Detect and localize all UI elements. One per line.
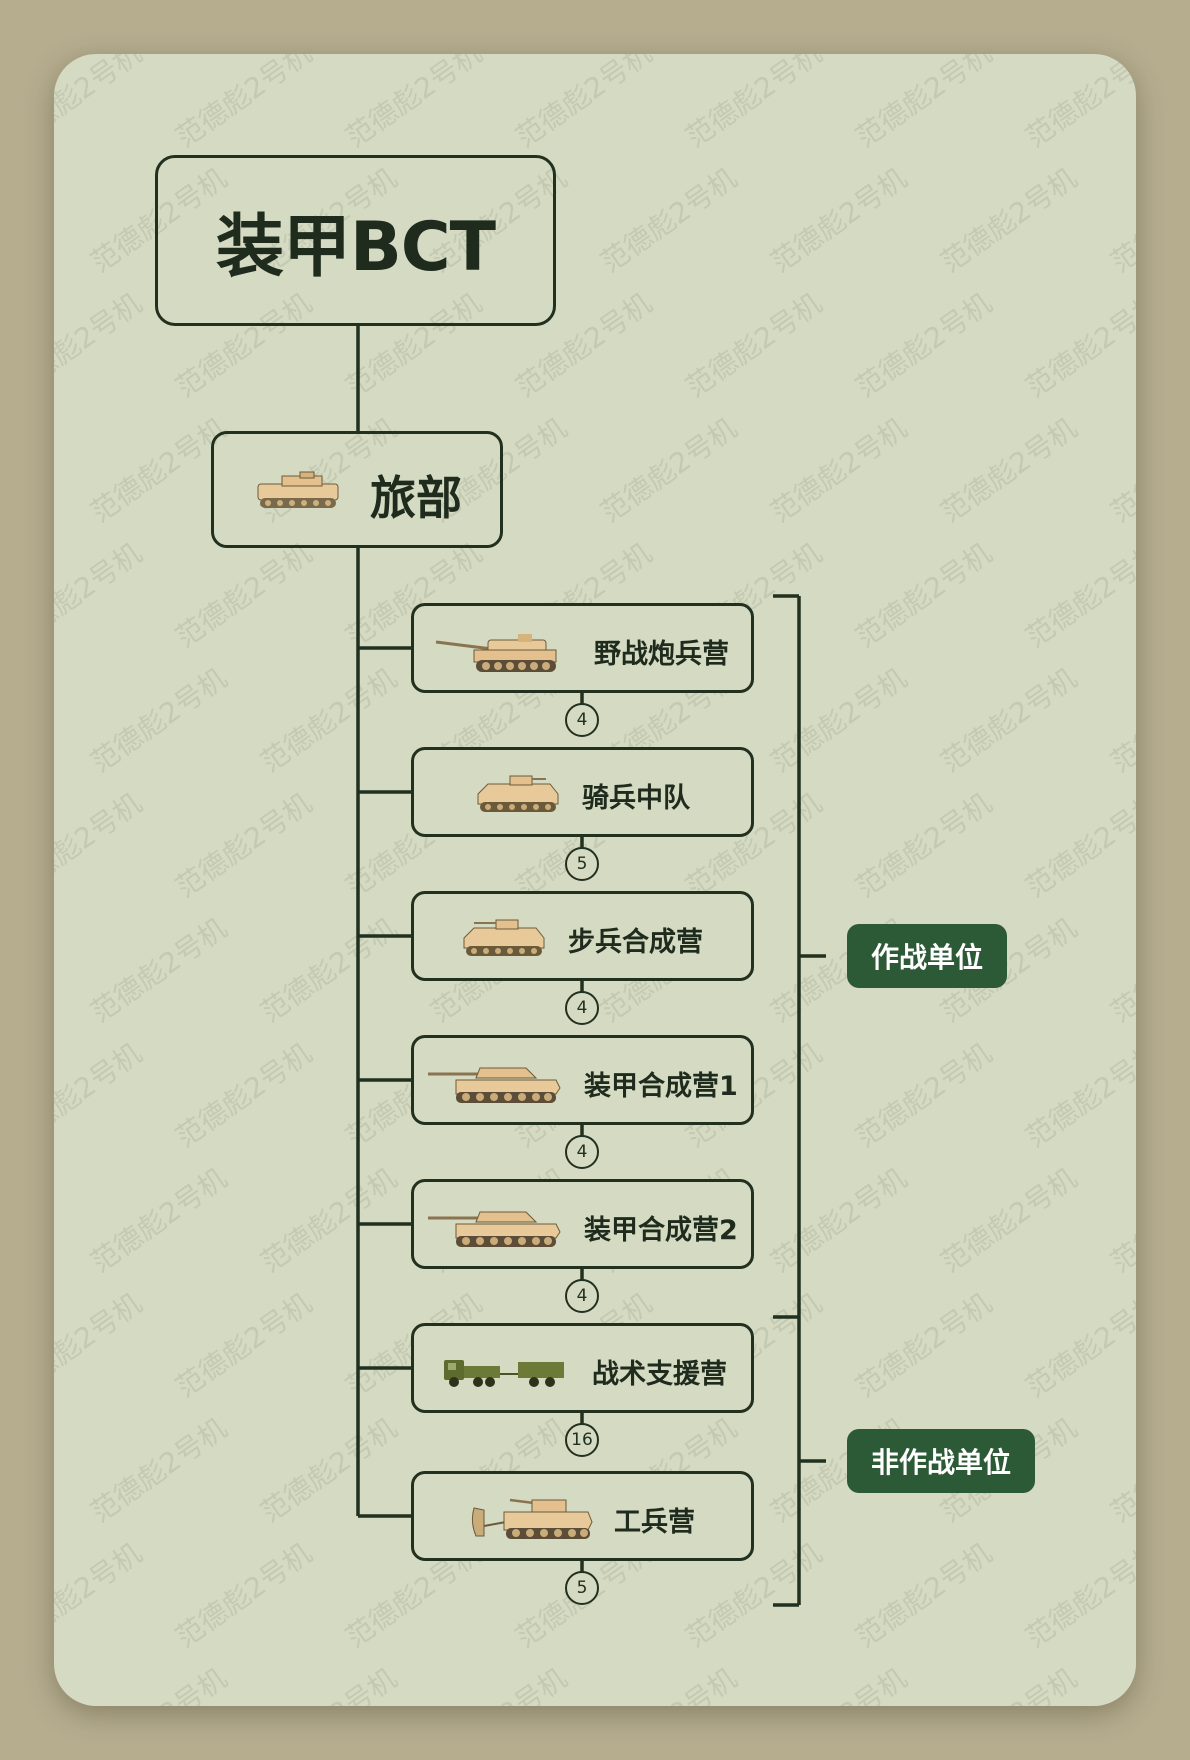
ifv-icon	[474, 772, 560, 820]
unit-count-badge: 4	[565, 1135, 599, 1169]
root-node: 装甲BCT	[155, 155, 556, 326]
unit-count-badge: 4	[565, 991, 599, 1025]
unit-node-cavalry: 骑兵中队	[411, 747, 754, 837]
unit-label: 步兵合成营	[568, 927, 703, 958]
truck-trailer-icon	[442, 1354, 568, 1394]
unit-label: 装甲合成营1	[584, 1071, 738, 1102]
unit-label: 装甲合成营2	[584, 1215, 738, 1246]
unit-count-badge: 4	[565, 703, 599, 737]
tank-icon	[426, 1060, 562, 1110]
unit-label: 战术支援营	[592, 1359, 727, 1390]
tank-icon	[426, 1204, 562, 1254]
unit-node-infantry: 步兵合成营	[411, 891, 754, 981]
engineer-vehicle-icon	[470, 1492, 596, 1546]
combat-units-badge: 作战单位	[847, 924, 1007, 988]
unit-node-armor-2: 装甲合成营2	[411, 1179, 754, 1269]
ifv-icon	[460, 916, 546, 964]
hq-label: 旅部	[370, 471, 462, 525]
unit-node-support: 战术支援营	[411, 1323, 754, 1413]
unit-count-badge: 4	[565, 1279, 599, 1313]
self-propelled-howitzer-icon	[434, 626, 560, 680]
unit-node-engineer: 工兵营	[411, 1471, 754, 1561]
unit-node-armor-1: 装甲合成营1	[411, 1035, 754, 1125]
diagram-card: 范德彪2号机范德彪2号机范德彪2号机范德彪2号机范德彪2号机范德彪2号机范德彪2…	[54, 54, 1136, 1706]
command-vehicle-icon	[252, 470, 344, 516]
unit-node-artillery: 野战炮兵营	[411, 603, 754, 693]
unit-count-badge: 16	[565, 1423, 599, 1457]
hq-node: 旅部	[211, 431, 503, 548]
noncombat-units-badge: 非作战单位	[847, 1429, 1035, 1493]
unit-count-badge: 5	[565, 847, 599, 881]
unit-label: 工兵营	[614, 1507, 695, 1538]
root-title: 装甲BCT	[215, 208, 496, 287]
connector-lines	[356, 326, 826, 1607]
unit-label: 骑兵中队	[582, 783, 690, 814]
unit-count-badge: 5	[565, 1571, 599, 1605]
unit-label: 野战炮兵营	[594, 639, 729, 670]
